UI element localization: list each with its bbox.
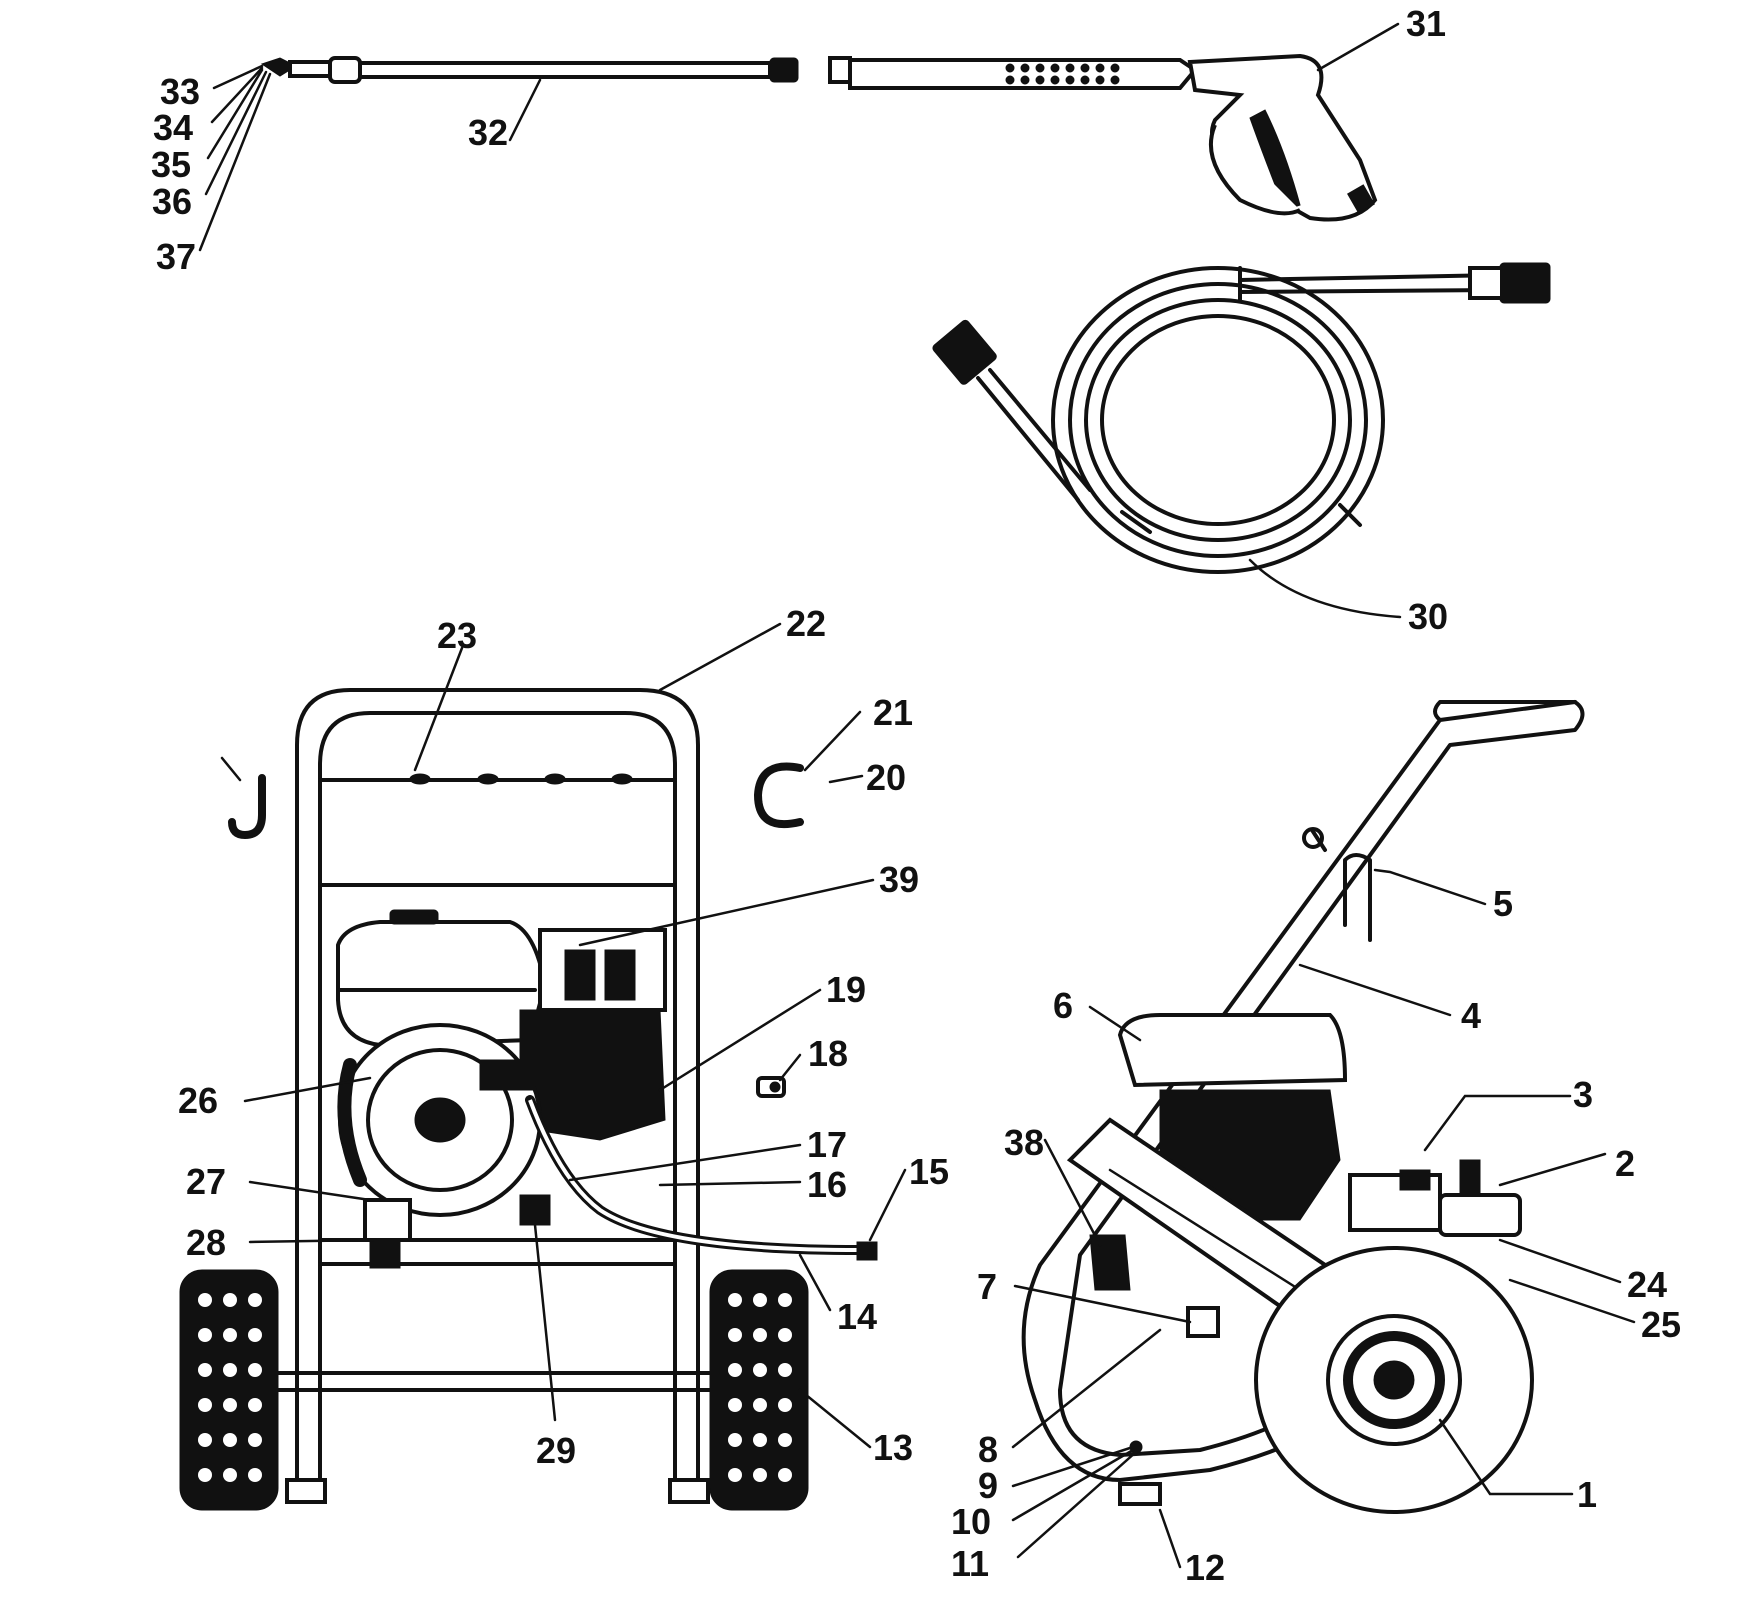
lance-grip <box>848 58 1198 90</box>
lance-nut <box>828 56 852 84</box>
side-fuel-tank <box>1117 1013 1348 1088</box>
callout-14: 14 <box>837 1296 877 1337</box>
callout-30: 30 <box>1408 596 1448 637</box>
callout-22: 22 <box>786 603 826 644</box>
leader-lines <box>198 22 1636 1569</box>
callout-34: 34 <box>153 107 193 148</box>
callout-18: 18 <box>808 1033 848 1074</box>
callout-17: 17 <box>807 1124 847 1165</box>
spray-gun-assembly <box>260 53 1378 222</box>
front-wheel-left <box>179 1269 279 1511</box>
side-wheel <box>1254 1246 1534 1514</box>
j-hook <box>228 774 266 839</box>
front-wheel-right <box>709 1269 809 1511</box>
nozzle-body <box>288 60 332 78</box>
hose-end-right <box>1499 262 1551 304</box>
engine-head <box>538 928 667 1012</box>
callout-26: 26 <box>178 1080 218 1121</box>
callout-29: 29 <box>536 1430 576 1471</box>
callout-23: 23 <box>437 615 477 656</box>
callout-31: 31 <box>1406 3 1446 44</box>
fuel-tank <box>336 920 548 1048</box>
callout-labels: 1 2 3 4 5 6 7 8 9 10 11 12 13 14 15 16 1… <box>151 3 1681 1588</box>
hose-fitting <box>856 1241 878 1261</box>
frame-handle-inner <box>318 711 677 1497</box>
lance-tube <box>358 61 772 79</box>
callout-39: 39 <box>879 859 919 900</box>
frame-handle-outer <box>295 688 700 1497</box>
lance-coupler <box>328 56 362 84</box>
callout-3: 3 <box>1573 1074 1593 1115</box>
callout-24: 24 <box>1627 1264 1667 1305</box>
callout-2: 2 <box>1615 1143 1635 1184</box>
callout-25: 25 <box>1641 1304 1681 1345</box>
callout-11: 11 <box>951 1543 989 1584</box>
callout-27: 27 <box>186 1161 226 1202</box>
callout-36: 36 <box>152 181 192 222</box>
callout-7: 7 <box>977 1266 997 1307</box>
callout-12: 12 <box>1185 1547 1225 1588</box>
callout-37: 37 <box>156 236 196 277</box>
callout-8: 8 <box>978 1429 998 1470</box>
callout-13: 13 <box>873 1427 913 1468</box>
high-pressure-hose <box>932 262 1551 574</box>
grip-texture <box>1005 63 1120 85</box>
callout-19: 19 <box>826 969 866 1010</box>
gun-guard <box>1208 124 1301 216</box>
gun-inlet <box>1347 184 1375 214</box>
callout-6: 6 <box>1053 985 1073 1026</box>
callout-4: 4 <box>1461 995 1481 1036</box>
callout-1: 1 <box>1577 1474 1597 1515</box>
lance-fitting <box>769 57 799 83</box>
callout-38: 38 <box>1004 1122 1044 1163</box>
callout-10: 10 <box>951 1501 991 1542</box>
c-hook <box>754 762 804 829</box>
callout-9: 9 <box>978 1465 998 1506</box>
callout-28: 28 <box>186 1222 226 1263</box>
callout-21: 21 <box>873 692 913 733</box>
callout-5: 5 <box>1493 883 1513 924</box>
hose-end-left <box>932 319 997 385</box>
callout-32: 32 <box>468 112 508 153</box>
callout-15: 15 <box>909 1151 949 1192</box>
callout-35: 35 <box>151 144 191 185</box>
side-view <box>1021 700 1585 1514</box>
callout-20: 20 <box>866 757 906 798</box>
callout-33: 33 <box>160 71 200 112</box>
front-view <box>179 688 878 1511</box>
callout-16: 16 <box>807 1164 847 1205</box>
